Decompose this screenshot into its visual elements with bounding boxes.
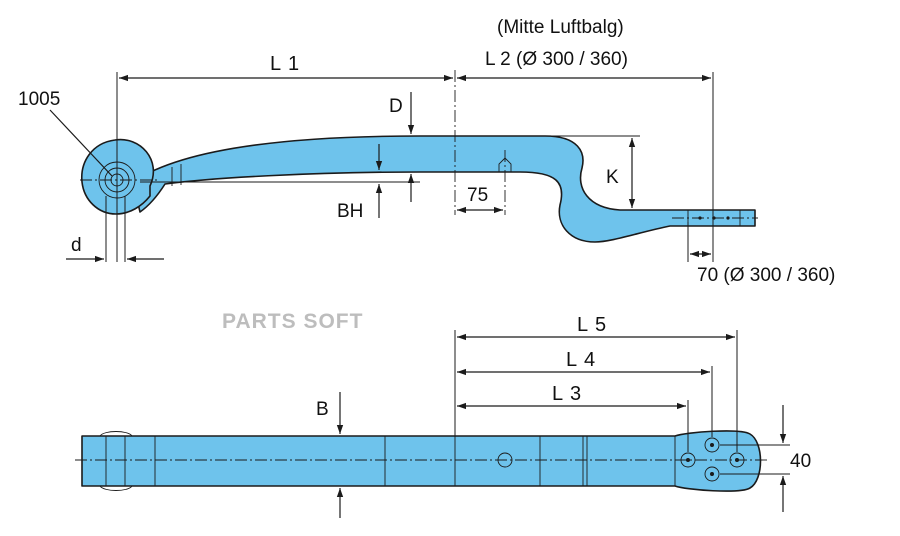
label-width-b: B bbox=[316, 399, 329, 420]
spring-eye bbox=[81, 138, 155, 215]
spring-leaf-top bbox=[81, 430, 762, 492]
label-bushing-ref: 1005 bbox=[18, 89, 60, 110]
bolt-hole-left bbox=[680, 452, 696, 468]
side-view: 1005 d L 1 (Mitte Luftbalg) L 2 (Ø 300 /… bbox=[18, 17, 835, 286]
label-thickness-d: D bbox=[389, 96, 403, 117]
bolt-hole-right bbox=[729, 452, 745, 468]
label-eye-diameter: d bbox=[71, 235, 82, 256]
center-hole bbox=[497, 452, 513, 468]
label-bolt-spacing: 40 bbox=[790, 451, 811, 472]
label-hole-offset: 75 bbox=[467, 185, 488, 206]
watermark-text: PARTS SOFT bbox=[222, 310, 363, 333]
label-l3: L 3 bbox=[552, 383, 582, 405]
label-l1: L 1 bbox=[270, 53, 300, 75]
label-height-bh: BH bbox=[337, 201, 363, 222]
bolt-hole-top bbox=[704, 437, 720, 453]
label-air-bag-center: (Mitte Luftbalg) bbox=[497, 17, 624, 38]
label-offset-k: K bbox=[606, 167, 619, 188]
label-l5: L 5 bbox=[577, 314, 607, 336]
label-l4: L 4 bbox=[566, 349, 596, 371]
label-end-width: 70 (Ø 300 / 360) bbox=[697, 265, 835, 286]
label-l2: L 2 (Ø 300 / 360) bbox=[485, 49, 628, 70]
top-view: L 5 L 4 L 3 B 40 bbox=[75, 314, 811, 518]
bolt-hole-bottom bbox=[704, 466, 720, 482]
spring-leaf-side bbox=[132, 135, 756, 243]
